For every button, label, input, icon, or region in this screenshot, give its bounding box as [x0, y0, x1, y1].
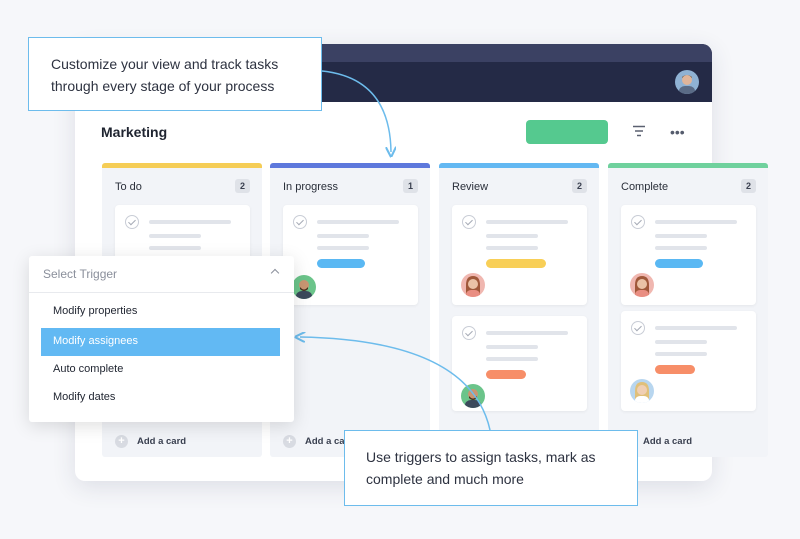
card-line: [486, 345, 538, 349]
card-line: [486, 357, 538, 361]
tag-blue: [317, 259, 365, 268]
card-line: [655, 352, 707, 356]
add-card-button[interactable]: + Add a card: [283, 435, 354, 448]
card-line: [149, 234, 201, 238]
select-trigger-dropdown[interactable]: Select Trigger Modify properties Modify …: [29, 256, 294, 422]
assignee-avatar[interactable]: [630, 379, 654, 403]
card-line: [655, 234, 707, 238]
assignee-avatar[interactable]: [461, 384, 485, 408]
task-card[interactable]: [621, 205, 756, 305]
callout-customize-view: Customize your view and track tasks thro…: [28, 37, 322, 111]
tag-orange: [655, 365, 695, 374]
primary-action-button[interactable]: [526, 120, 608, 144]
card-line: [317, 220, 399, 224]
check-circle-icon[interactable]: [462, 326, 476, 340]
assignee-avatar[interactable]: [461, 273, 485, 297]
card-line: [317, 234, 369, 238]
callout-line: through every stage of your process: [51, 78, 275, 94]
column-title: Review: [452, 181, 489, 193]
column-in-progress: In progress 1 + Add a card: [270, 163, 430, 457]
card-line: [149, 246, 201, 250]
callout-triggers: Use triggers to assign tasks, mark as co…: [344, 430, 638, 506]
check-circle-icon[interactable]: [631, 215, 645, 229]
plus-circle-icon: +: [283, 435, 296, 448]
column-color-bar: [270, 163, 430, 168]
card-line: [655, 340, 707, 344]
column-color-bar: [439, 163, 599, 168]
callout-line: Use triggers to assign tasks, mark as: [366, 449, 596, 465]
card-line: [655, 326, 737, 330]
column-title: In progress: [283, 181, 339, 193]
check-circle-icon[interactable]: [125, 215, 139, 229]
task-card[interactable]: [283, 205, 418, 305]
column-review: Review 2: [439, 163, 599, 457]
card-line: [486, 220, 568, 224]
add-card-label: Add a card: [643, 436, 693, 448]
assignee-avatar[interactable]: [292, 275, 316, 299]
option-modify-assignees[interactable]: Modify assignees: [41, 328, 280, 356]
assignee-avatar[interactable]: [630, 273, 654, 297]
column-color-bar: [102, 163, 262, 168]
option-modify-properties[interactable]: Modify properties: [53, 305, 138, 317]
column-count-badge: 1: [403, 179, 418, 193]
tag-blue: [655, 259, 703, 268]
column-title: To do: [115, 181, 142, 193]
column-count-badge: 2: [235, 179, 250, 193]
tag-yellow: [486, 259, 546, 268]
option-auto-complete[interactable]: Auto complete: [53, 363, 124, 375]
more-options-icon[interactable]: •••: [670, 124, 685, 140]
column-title: Complete: [621, 181, 669, 193]
plus-circle-icon: +: [115, 435, 128, 448]
column-complete: Complete 2 +Add a card: [608, 163, 768, 457]
task-card[interactable]: [452, 316, 587, 411]
callout-line: Customize your view and track tasks: [51, 56, 279, 72]
filter-icon[interactable]: [632, 125, 646, 137]
check-circle-icon[interactable]: [462, 215, 476, 229]
add-card-label: Add a card: [305, 436, 355, 448]
add-card-button[interactable]: + Add a card: [115, 435, 186, 448]
card-line: [486, 331, 568, 335]
task-card[interactable]: [621, 311, 756, 411]
board-title: Marketing: [101, 124, 168, 140]
card-line: [655, 220, 737, 224]
task-card[interactable]: [452, 205, 587, 305]
column-count-badge: 2: [741, 179, 756, 193]
user-avatar[interactable]: [675, 70, 699, 94]
chevron-up-icon[interactable]: [270, 268, 280, 278]
check-circle-icon[interactable]: [293, 215, 307, 229]
check-circle-icon[interactable]: [631, 321, 645, 335]
callout-line: complete and much more: [366, 471, 524, 487]
card-line: [317, 246, 369, 250]
card-line: [149, 220, 231, 224]
column-count-badge: 2: [572, 179, 587, 193]
column-color-bar: [608, 163, 768, 168]
option-modify-dates[interactable]: Modify dates: [53, 391, 116, 403]
card-line: [486, 246, 538, 250]
tag-orange: [486, 370, 526, 379]
dropdown-header[interactable]: Select Trigger: [29, 256, 294, 293]
card-line: [486, 234, 538, 238]
add-card-label: Add a card: [137, 436, 187, 448]
card-line: [655, 246, 707, 250]
dropdown-label: Select Trigger: [43, 267, 118, 281]
